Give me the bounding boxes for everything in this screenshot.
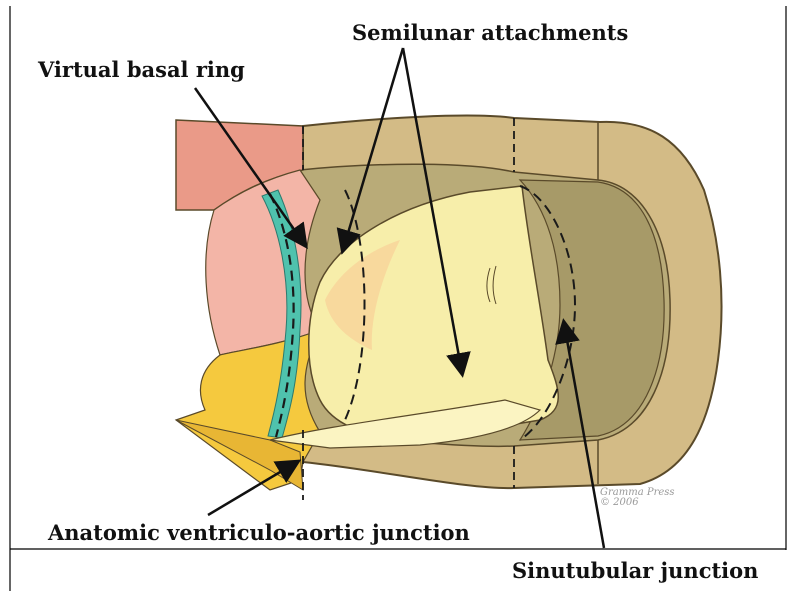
semilunar-attachments-label: Semilunar attachments [348, 20, 632, 46]
signature-line-2: © 2006 [600, 498, 675, 508]
anatomic-junction-label: Anatomic ventriculo-aortic junction [44, 520, 474, 546]
sinutubular-junction-label: Sinutubular junction [508, 558, 762, 584]
artist-signature: Gramma Press © 2006 [600, 488, 675, 508]
virtual-basal-ring-label: Virtual basal ring [34, 57, 249, 83]
